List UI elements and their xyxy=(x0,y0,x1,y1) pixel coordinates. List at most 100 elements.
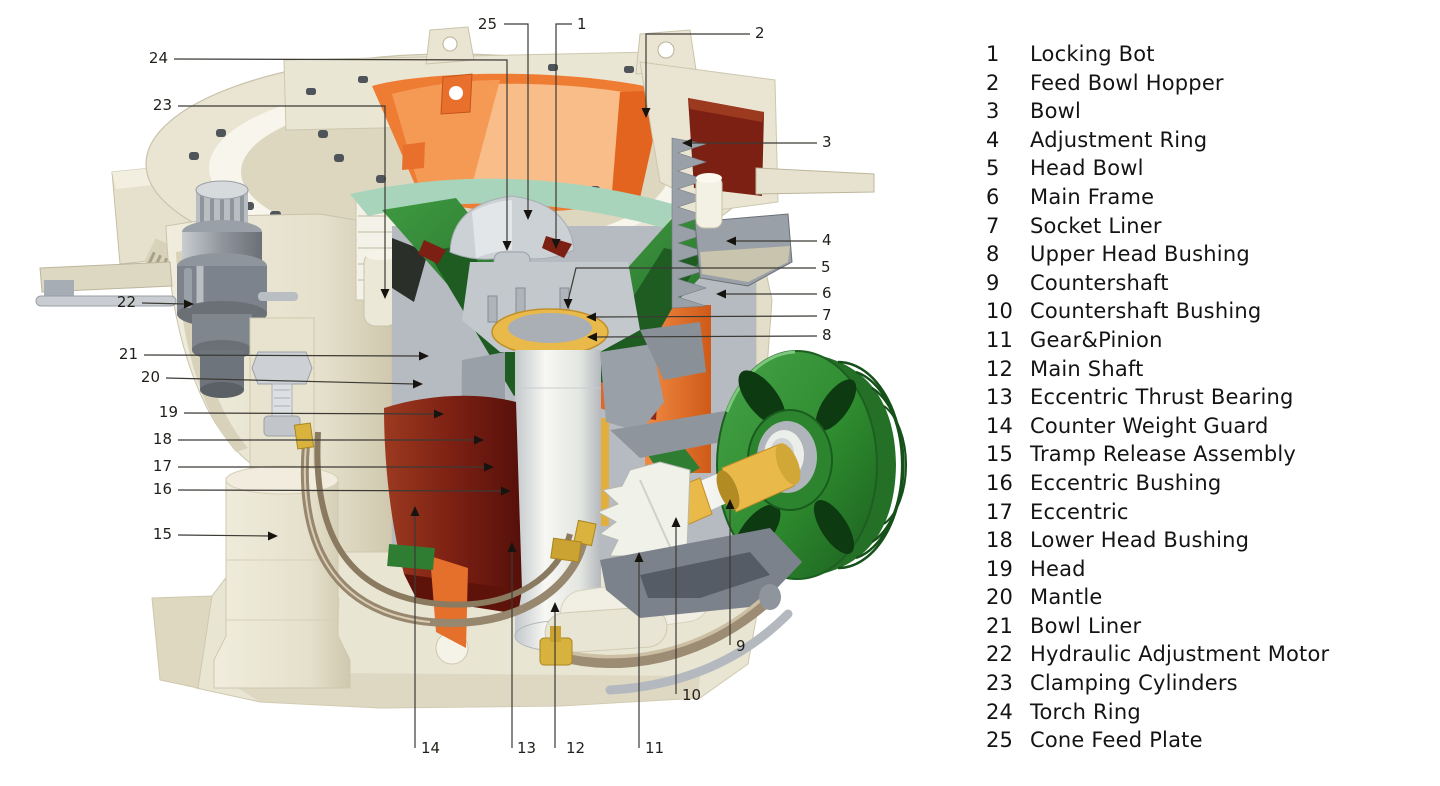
motor-body xyxy=(177,220,298,398)
callout-number-13: 13 xyxy=(517,739,536,757)
callout-number-22: 22 xyxy=(117,293,136,311)
legend-item-name: Upper Head Bushing xyxy=(1030,242,1250,267)
legend-item-name: Tramp Release Assembly xyxy=(1030,442,1297,467)
legend-item-name: Counter Weight Guard xyxy=(1030,413,1269,438)
callout-number-17: 17 xyxy=(153,457,172,475)
callout-arrow-24 xyxy=(502,241,512,251)
legend-item-number: 9 xyxy=(986,270,1000,295)
feed-hopper-right-wall xyxy=(688,98,764,196)
legend-item: 23 Clamping Cylinders xyxy=(986,669,1416,698)
callout-arrow-13 xyxy=(507,542,517,552)
legend-item-name: Adjustment Ring xyxy=(1030,127,1208,152)
legend-item-name: Bowl Liner xyxy=(1030,613,1142,638)
callout-arrow-6 xyxy=(716,289,726,299)
callout-number-14: 14 xyxy=(421,739,440,757)
callout-arrow-14 xyxy=(410,506,420,516)
green-block xyxy=(387,544,435,570)
callout-number-7: 7 xyxy=(822,306,832,324)
callout-arrow-20 xyxy=(413,379,423,389)
callout-line-22 xyxy=(141,302,187,305)
callout-number-2: 2 xyxy=(755,24,765,42)
legend-item-name: Torch Ring xyxy=(1030,699,1141,724)
callout-arrow-17 xyxy=(484,462,494,472)
legend-item-number: 24 xyxy=(986,699,1014,724)
torch-ring-right xyxy=(542,236,572,258)
legend-item-number: 17 xyxy=(986,499,1014,524)
callout-number-6: 6 xyxy=(822,284,832,302)
legend-item-number: 13 xyxy=(986,385,1014,410)
legend-item-number: 10 xyxy=(986,299,1014,324)
legend-item-name: Countershaft xyxy=(1030,270,1169,295)
legend-item-number: 15 xyxy=(986,442,1014,467)
legend-item-name: Lower Head Bushing xyxy=(1030,528,1250,553)
legend-item-number: 7 xyxy=(986,213,1000,238)
machine-illustration: 2512345678910111213141516171819202122232… xyxy=(35,15,908,757)
callout-line-20 xyxy=(165,377,416,385)
legend-item-name: Clamping Cylinders xyxy=(1030,671,1238,696)
callout-arrow-16 xyxy=(501,486,511,496)
legend-item: 3 Bowl xyxy=(986,97,1416,126)
countershaft-assembly xyxy=(539,350,908,695)
callout-arrow-8 xyxy=(587,332,597,342)
callout-arrow-12 xyxy=(550,602,560,612)
legend-item-name: Main Frame xyxy=(1030,184,1155,209)
callout-arrow-18 xyxy=(474,435,484,445)
legend-item-number: 12 xyxy=(986,356,1014,381)
legend-item-name: Head xyxy=(1030,556,1086,581)
legend-item-name: Mantle xyxy=(1030,585,1103,610)
callout-arrow-9 xyxy=(725,499,735,509)
callout-line-19 xyxy=(183,412,437,415)
legend-item-name: Gear&Pinion xyxy=(1030,327,1163,352)
legend-item: 4 Adjustment Ring xyxy=(986,126,1416,155)
callout-line-8 xyxy=(594,335,818,338)
legend-item: 15 Tramp Release Assembly xyxy=(986,440,1416,469)
callout-number-24: 24 xyxy=(149,49,168,67)
legend-item-number: 23 xyxy=(986,671,1014,696)
legend-item: 9 Countershaft xyxy=(986,269,1416,298)
callout-number-20: 20 xyxy=(141,368,160,386)
hydraulic-adjustment-motor xyxy=(35,180,298,398)
callout-arrow-10 xyxy=(671,517,681,527)
callout-arrow-11 xyxy=(634,552,644,562)
callout-line-1 xyxy=(555,23,572,241)
callout-number-5: 5 xyxy=(821,258,831,276)
callout-line-16 xyxy=(177,489,504,492)
hydraulic-hoses xyxy=(293,422,597,627)
callout-arrow-7 xyxy=(586,312,596,322)
legend-item-number: 5 xyxy=(986,156,1000,181)
callout-number-4: 4 xyxy=(822,231,832,249)
callout-arrow-5 xyxy=(563,299,573,309)
legend-item-number: 20 xyxy=(986,585,1014,610)
callout-number-16: 16 xyxy=(153,480,172,498)
legend-item-name: Countershaft Bushing xyxy=(1030,299,1262,324)
tramp-release-cylinder xyxy=(213,465,351,689)
callout-number-10: 10 xyxy=(682,686,701,704)
callout-line-24 xyxy=(173,58,508,243)
legend-item: 24 Torch Ring xyxy=(986,698,1416,727)
legend-item-number: 1 xyxy=(986,42,1000,66)
socket-liner xyxy=(491,308,609,356)
callout-arrow-15 xyxy=(268,531,278,541)
oil-pipe xyxy=(552,594,774,669)
callout-number-21: 21 xyxy=(119,345,138,363)
callout-arrow-25 xyxy=(523,210,533,220)
callout-number-15: 15 xyxy=(153,525,172,543)
legend-item-number: 4 xyxy=(986,127,1000,152)
legend-item-name: Bowl xyxy=(1030,99,1082,124)
right-shelf xyxy=(755,167,875,195)
callout-number-9: 9 xyxy=(736,637,746,655)
torch-ring xyxy=(418,240,446,264)
legend-item-number: 3 xyxy=(986,99,1000,124)
legend-item-number: 25 xyxy=(986,728,1014,753)
callout-line-2 xyxy=(645,33,750,110)
callout-arrow-21 xyxy=(419,351,429,361)
